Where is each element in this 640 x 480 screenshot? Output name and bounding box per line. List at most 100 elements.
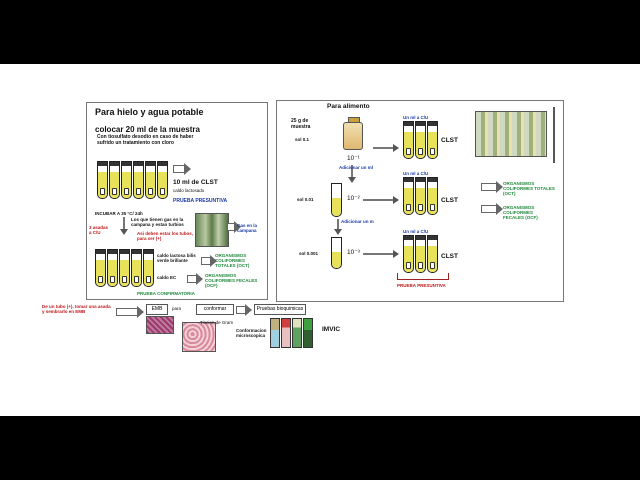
dilution-3: sol 0.001 — [299, 251, 319, 256]
oct-label: ORGANISMOS COLIFORMES TOTALES (OCT) — [215, 253, 250, 269]
imvic-tubes — [270, 318, 314, 348]
tube — [109, 161, 120, 199]
tubes-photo — [475, 111, 547, 157]
tiosulfato-note: Con tiosulfato desodio en caso de haber … — [97, 134, 194, 146]
tube — [403, 177, 414, 215]
tincion-label: Tincion de Gram — [200, 320, 234, 325]
arrow-shaft — [373, 147, 393, 149]
diagram-canvas: Para hielo y agua potable colocar 20 ml … — [0, 64, 640, 416]
un-ml-label-3: Un ml a C/U — [403, 229, 429, 234]
pipette — [553, 107, 555, 163]
imvic-label: IMVIC — [322, 326, 341, 333]
right-arrow-icon — [481, 203, 503, 215]
gram-stain-photo — [182, 322, 216, 352]
right-arrow-icon — [187, 273, 203, 285]
tube — [427, 121, 438, 159]
tube — [143, 249, 154, 287]
arrow-shaft — [363, 253, 393, 255]
clst-label-1: CLST — [441, 137, 458, 144]
down-arrow-icon — [120, 229, 128, 235]
oct-label: ORGANISMOS COLIFORMES TOTALES (OCT) — [503, 181, 555, 197]
right-arrow-icon — [227, 221, 241, 233]
clst-sub-label: caldo lactosado — [173, 188, 205, 193]
tube — [427, 177, 438, 215]
clst-label-3: CLST — [441, 253, 458, 260]
bracket — [397, 273, 449, 280]
right-panel: Para alimento 25 g de muestra 10⁻¹ sol 0… — [276, 100, 564, 302]
tube — [145, 161, 156, 199]
down-arrow-shaft — [351, 165, 353, 177]
down-arrow-icon — [348, 177, 356, 183]
tube — [131, 249, 142, 287]
right-arrow-icon — [201, 255, 217, 267]
tube — [133, 161, 144, 199]
prueba-confirmatoria-label: PRUEBA CONFIRMATORIA — [137, 291, 195, 296]
right-title: Para alimento — [327, 103, 370, 110]
ocf-label: ORGANISMOS COLIFORMES FECALES (OCF) — [205, 273, 258, 289]
conformar-box: conformar — [196, 304, 234, 315]
sample-bottle — [343, 117, 363, 150]
tube — [403, 235, 414, 273]
dilution-tube-3 — [331, 237, 342, 269]
tube-row-2 — [95, 249, 155, 289]
down-arrow-shaft — [123, 217, 125, 229]
ocf-label: ORGANISMOS COLIFORMES FECALES (OCF) — [503, 205, 538, 221]
un-ml-label-2: Un ml a C/U — [403, 171, 429, 176]
right-arrow-icon — [173, 163, 191, 175]
arrow-shaft — [363, 199, 393, 201]
right-arrow-icon — [481, 181, 503, 193]
left-title: Para hielo y agua potable — [95, 107, 204, 117]
tube — [97, 161, 108, 199]
dilution-2: sol 0.01 — [297, 197, 314, 202]
tube — [119, 249, 130, 287]
down-arrow-shaft — [337, 219, 339, 229]
adicionar-label-2: Adicionar un m — [341, 219, 374, 224]
ec-medium-label: caldo EC — [157, 275, 177, 280]
adicionar-label: Adicionar un ml — [339, 165, 374, 170]
clst-tubes-1 — [403, 121, 439, 159]
prueba-presuntiva-label: PRUEBA PRESUNTIVA — [397, 283, 446, 288]
tube — [415, 177, 426, 215]
dilution-tube-2 — [331, 183, 342, 217]
tube — [107, 249, 118, 287]
gas-tubes-photo — [195, 213, 229, 247]
right-arrow-icon — [393, 250, 399, 258]
down-arrow-icon — [334, 229, 342, 235]
dilution-1: sol 0.1 — [295, 137, 310, 142]
right-arrow-icon — [116, 306, 144, 318]
tube — [157, 161, 168, 199]
tube-row-1 — [97, 161, 168, 201]
pruebas-box: Pruebas bioquimicas — [254, 304, 306, 315]
para-label: para — [172, 306, 182, 311]
left-panel: Para hielo y agua potable colocar 20 ml … — [86, 102, 268, 300]
emb-plate-photo — [146, 316, 174, 334]
tube — [95, 249, 106, 287]
bottom-note: De un tubo (+), tomar una asada y sembra… — [42, 304, 111, 315]
tube — [427, 235, 438, 273]
tube — [415, 235, 426, 273]
ct-medium-label: caldo lactosa bilis verde brillante — [157, 253, 196, 264]
tube — [403, 121, 414, 159]
clst-tubes-2 — [403, 177, 439, 215]
confirmacion-label: Conformacion microscopica — [236, 328, 267, 339]
tube — [121, 161, 132, 199]
exp-1: 10⁻¹ — [347, 155, 360, 162]
exp-2: 10⁻² — [347, 195, 360, 202]
asi-note: Asi deben estar los tubos, para ser (+) — [137, 231, 194, 242]
right-arrow-icon — [236, 304, 252, 316]
incubar-label: INCUBAR A 35 °C/ 24h — [95, 211, 143, 216]
sample-label: 25 g de muestra — [291, 118, 311, 130]
clst-tubes-3 — [403, 235, 439, 273]
gas-campana-label: Gas en la campana — [237, 223, 258, 234]
step1-label: colocar 20 ml de la muestra — [95, 125, 200, 134]
right-arrow-icon — [393, 196, 399, 204]
tube — [415, 121, 426, 159]
exp-3: 10⁻³ — [347, 249, 360, 256]
gas-note: Los que tienen gas en la campana y estan… — [131, 217, 184, 228]
asadas-note: 3 asadas a C/U — [89, 225, 109, 236]
emb-box: EMB — [146, 304, 168, 315]
right-arrow-icon — [393, 144, 399, 152]
prueba-presuntiva-label: PRUEBA PRESUNTIVA — [173, 198, 228, 204]
clst-label-2: CLST — [441, 197, 458, 204]
clst-label: 10 ml de CLST — [173, 179, 218, 186]
